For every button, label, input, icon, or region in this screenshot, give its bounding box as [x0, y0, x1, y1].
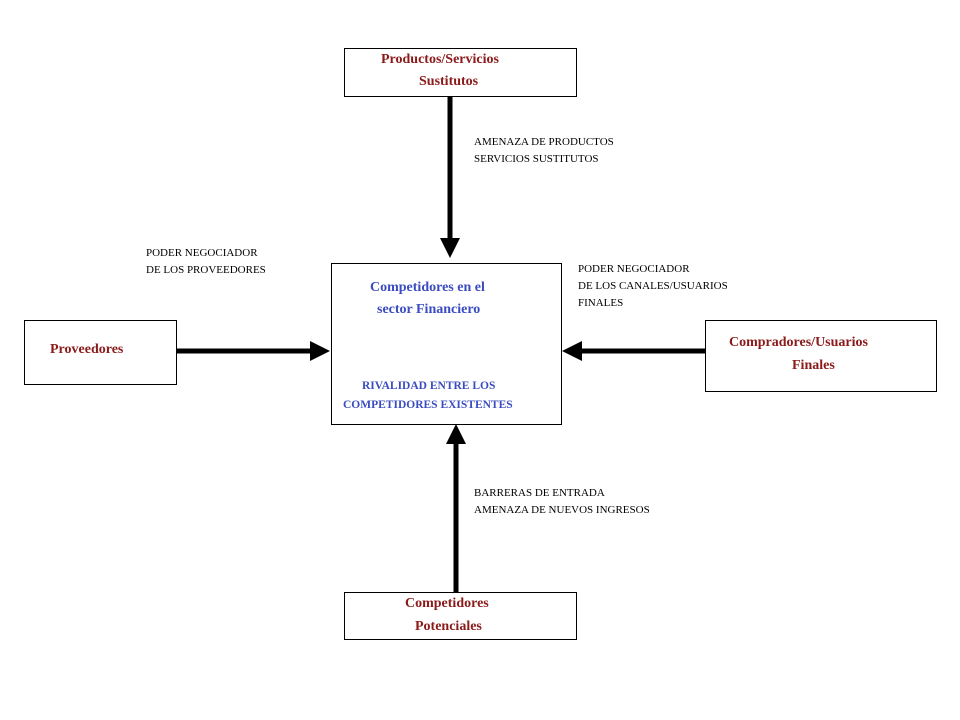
- buyers-title-line1: Compradores/Usuarios: [729, 335, 868, 350]
- suppliers-arrow: [177, 341, 330, 361]
- entry-barriers-label-line2: AMENAZA DE NUEVOS INGRESOS: [474, 504, 650, 516]
- substitutes-box: [344, 48, 577, 97]
- potential-competitors-title-line2: Potenciales: [415, 619, 482, 634]
- substitutes-threat-label-line2: SERVICIOS SUSTITUTOS: [474, 153, 599, 165]
- substitutes-title-line2: Sustitutos: [419, 74, 479, 89]
- suppliers-title: Proveedores: [50, 342, 124, 357]
- new-entrants-arrow: [446, 424, 466, 592]
- entry-barriers-label-line1: BARRERAS DE ENTRADA: [474, 487, 605, 499]
- substitutes-title-line1: Productos/Servicios: [381, 52, 499, 67]
- potential-competitors-box: [344, 592, 577, 640]
- buyers-arrow: [562, 341, 705, 361]
- buyers-title-line2: Finales: [792, 358, 835, 373]
- suppliers-power-label-line2: DE LOS PROVEEDORES: [146, 264, 266, 276]
- substitutes-arrow: [440, 97, 460, 258]
- buyers-power-label-line2: DE LOS CANALES/USUARIOS: [578, 280, 728, 292]
- industry-title-line1: Competidores en el: [370, 280, 485, 295]
- rivalry-label-line2: COMPETIDORES EXISTENTES: [343, 399, 513, 411]
- buyers-power-label-line1: PODER NEGOCIADOR: [578, 263, 690, 275]
- rivalry-label-line1: RIVALIDAD ENTRE LOS: [362, 380, 496, 392]
- industry-title-line2: sector Financiero: [377, 302, 481, 317]
- buyers-power-label-line3: FINALES: [578, 297, 624, 309]
- suppliers-box: [24, 320, 177, 385]
- suppliers-power-label-line1: PODER NEGOCIADOR: [146, 247, 258, 259]
- industry-competitors-box: [331, 263, 562, 425]
- substitutes-threat-label-line1: AMENAZA DE PRODUCTOS: [474, 136, 614, 148]
- potential-competitors-title-line1: Competidores: [405, 596, 489, 611]
- buyers-box: [705, 320, 937, 392]
